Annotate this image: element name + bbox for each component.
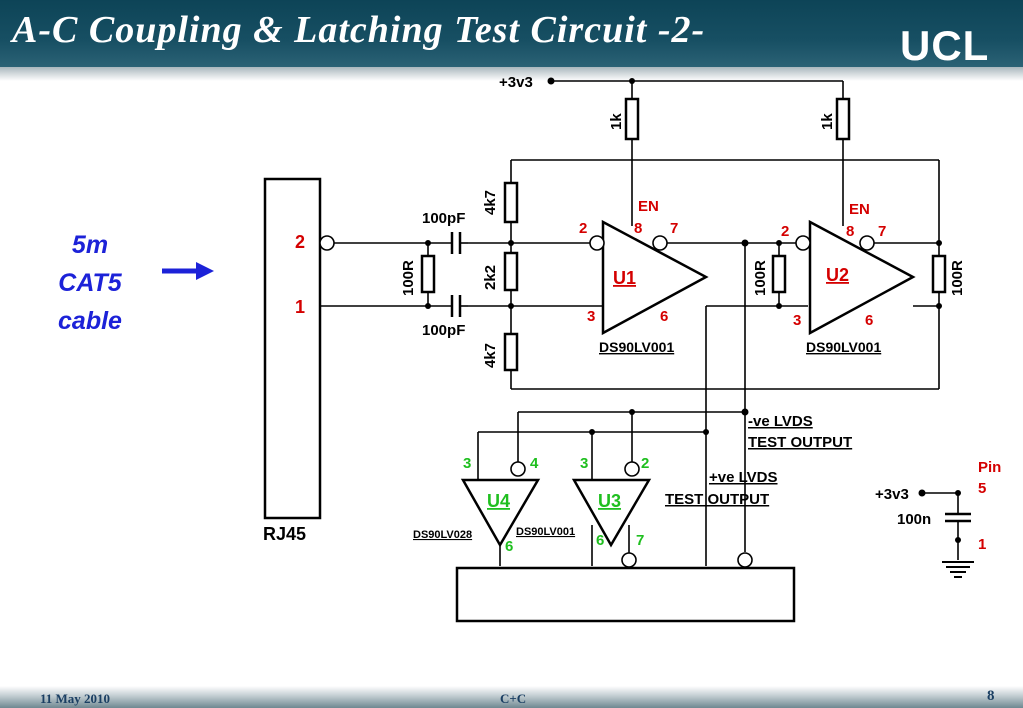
rj45-connector [263,177,322,520]
green-labels: U4 3 4 6 U3 3 2 6 7 [463,455,649,555]
u3-pin-2: 2 [641,455,649,472]
u1-pin-3: 3 [587,308,595,325]
u1-en: EN [638,198,659,215]
u2-pin-7: 7 [878,223,886,240]
r-term-u1-label: 100R [752,260,769,296]
u1-part-label: DS90LV001 [599,339,674,355]
u1-pin-7: 7 [670,220,678,237]
u2-name: U2 [826,265,849,285]
u2-pin-2: 2 [781,223,789,240]
u4-pin-4: 4 [530,455,539,472]
rj45-label: RJ45 [263,524,306,544]
decoupling-cap-label: 100n [897,511,931,528]
u4-pin-6: 6 [505,538,513,555]
cable-label-line-1: 5m [71,231,109,259]
u2-pin-3: 3 [793,312,801,329]
slide-title: A-C Coupling & Latching Test Circuit -2- [12,9,706,51]
u3-pin-6: 6 [596,532,604,549]
decoupling-pin-5: 5 [978,480,986,497]
neg-output-line-2: TEST OUTPUT [748,434,852,451]
u4-pin-3: 3 [463,455,471,472]
decoupling-pin-1: 1 [978,536,986,553]
u1-pin-6: 6 [660,308,668,325]
r-term-u2-label: 100R [949,260,966,296]
u3-pin-3: 3 [580,455,588,472]
supply-label: +3v3 [499,74,533,91]
r-bottom-label: 4k7 [482,343,499,368]
cap-top-label: 100pF [422,210,465,227]
cap-bottom-label: 100pF [422,322,465,339]
junction-dots [425,77,961,543]
decoupling-supply-label: +3v3 [875,486,909,503]
pullup-1-label: 1k [608,113,625,130]
title-bar-shadow [0,67,1023,81]
u3-pin-7: 7 [636,532,644,549]
u2-pin-8: 8 [846,223,854,240]
ucl-logo: UCL [900,22,990,69]
cable-label: 5m CAT5 cable [40,226,140,340]
u2-en: EN [849,201,870,218]
red-labels: U1 EN 2 8 7 3 6 U2 EN 2 8 7 3 6 Pin 5 1 [579,198,1001,553]
rj45-pin-1: 1 [295,297,305,317]
u2-part-label: DS90LV001 [806,339,881,355]
u2-pin-6: 6 [865,312,873,329]
pos-output-line-2: TEST OUTPUT [665,491,769,508]
u1-name: U1 [613,268,636,288]
r-top-label: 4k7 [482,190,499,215]
footer-center: C+C [500,691,527,706]
u4-name: U4 [487,491,510,511]
pullup-2-label: 1k [819,113,836,130]
u3-part-label: DS90LV001 [516,526,575,538]
cable-label-line-2: CAT5 [58,269,122,297]
arrow-right-icon [162,262,214,280]
resistor-bodies [420,97,947,372]
footer-date: 11 May 2010 [40,691,111,706]
r-term-in-label: 100R [400,260,417,296]
u1-pin-2: 2 [579,220,587,237]
page-number: 8 [987,688,995,704]
schematic-wires [319,80,974,623]
u1-pin-8: 8 [634,220,642,237]
neg-output-line-1: -ve LVDS [748,413,813,430]
decoupling-pin-label: Pin [978,459,1001,476]
pos-output-line-1: +ve LVDS [709,469,778,486]
rj45-pin-2: 2 [295,232,305,252]
footer-bar [0,686,1023,708]
title-bar [0,0,1023,67]
u3-name: U3 [598,491,621,511]
cable-label-line-3: cable [58,307,122,335]
r-mid-label: 2k2 [482,265,499,290]
u4-part-label: DS90LV028 [413,529,472,541]
